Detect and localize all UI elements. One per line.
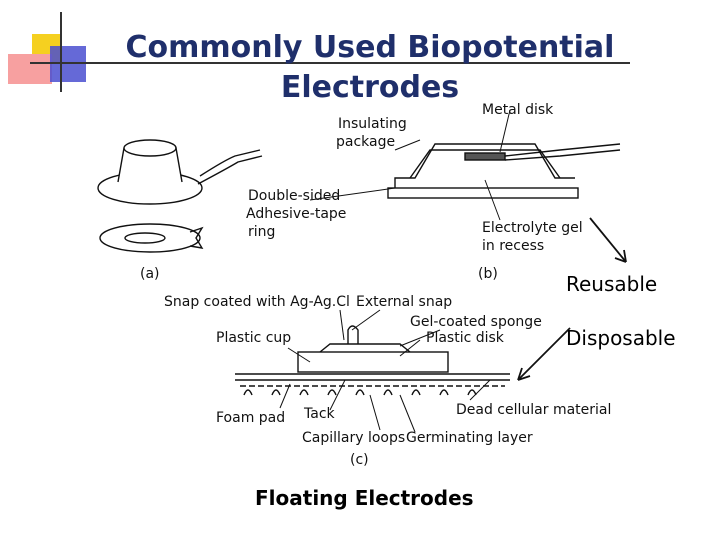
label-foam-pad: Foam pad <box>216 410 286 426</box>
electrode-a-drawing <box>97 139 263 253</box>
decor-red-square <box>8 54 52 84</box>
label-gel-sponge: Gel-coated sponge <box>410 314 542 330</box>
label-germinating-layer: Germinating layer <box>406 430 533 446</box>
decor-horizontal-line <box>30 62 630 64</box>
electrode-b-drawing <box>387 143 621 199</box>
label-snap-coated: Snap coated with Ag-Ag.Cl <box>164 294 350 310</box>
label-adhesive-1: Double-sided <box>248 188 341 204</box>
electrode-c-drawing <box>235 325 510 396</box>
label-external-snap: External snap <box>356 294 453 310</box>
label-electrolyte-2: in recess <box>482 238 545 254</box>
label-capillary-loops: Capillary loops <box>302 430 406 446</box>
label-adhesive-3: ring <box>248 224 276 240</box>
label-plastic-disk: Plastic disk <box>426 330 504 346</box>
panel-label-c: (c) <box>350 452 369 468</box>
label-metal-disk: Metal disk <box>482 102 554 118</box>
label-plastic-cup: Plastic cup <box>216 330 292 346</box>
slide-title: Commonly Used Biopotential Electrodes <box>0 30 720 110</box>
slide-title-line-2: Electrodes <box>280 70 460 105</box>
annotation-disposable: Disposable <box>566 326 676 350</box>
decor-blue-square <box>50 46 86 82</box>
panel-label-b: (b) <box>478 266 498 282</box>
slide-decoration <box>0 0 630 100</box>
label-tack: Tack <box>304 406 335 422</box>
classification-arrows <box>517 217 627 381</box>
panel-label-a: (a) <box>140 266 160 282</box>
label-dead-cellular: Dead cellular material <box>456 402 612 418</box>
annotation-reusable: Reusable <box>566 272 658 296</box>
label-adhesive-2: Adhesive-tape <box>246 206 347 222</box>
slide-title-line-1: Commonly Used Biopotential <box>125 30 615 65</box>
label-insulating-package-2: package <box>336 134 396 150</box>
label-insulating-package-1: Insulating <box>338 116 407 132</box>
decor-vertical-line <box>60 12 62 92</box>
leader-lines <box>279 109 511 433</box>
footer-caption: Floating Electrodes <box>255 486 474 510</box>
label-electrolyte-1: Electrolyte gel <box>482 220 583 236</box>
